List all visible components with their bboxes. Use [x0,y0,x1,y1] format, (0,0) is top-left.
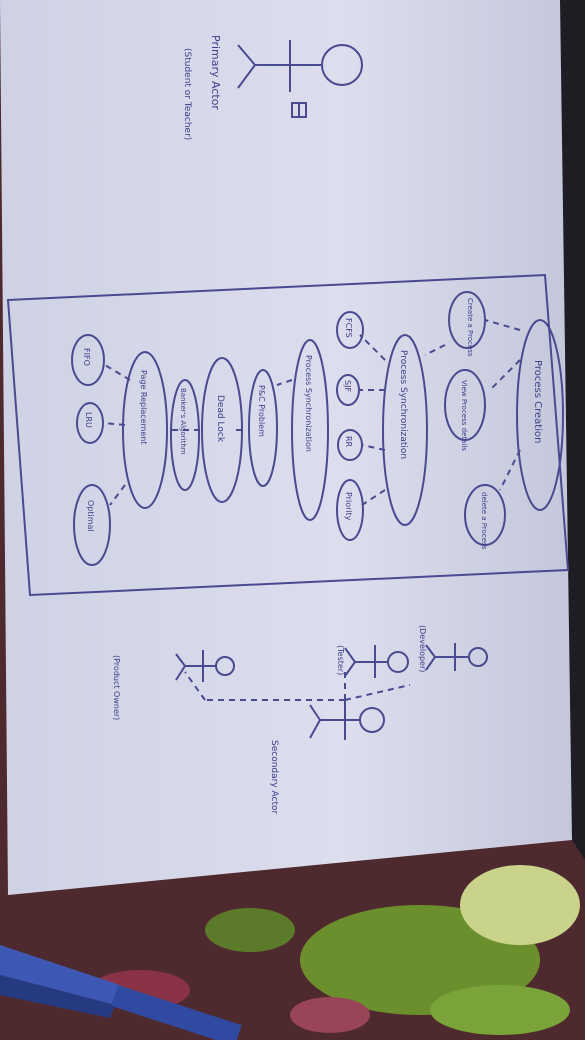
paper-sheet [0,0,585,895]
use-case-label: RR [344,436,353,448]
primary-actor-sublabel: (Student or Teacher) [182,48,192,140]
use-case-ellipse [336,311,364,349]
use-case-label: P&C Problem [257,385,266,437]
use-case-ellipse [76,402,104,444]
primary-actor-figure [237,40,363,118]
use-case-label: FIFO [82,348,91,366]
use-case-label: Process Creation [532,360,543,443]
pen [0,945,242,1040]
use-case-ellipse [291,339,329,521]
product-owner-actor-label: (Product Owner) [112,655,121,720]
use-case-label: Banker's Algorithm [179,388,187,455]
use-case-ellipse [248,369,278,487]
use-case-label: Optimal [86,500,95,532]
use-case-ellipse [170,379,200,491]
use-case-ellipse [336,479,364,541]
secondary-actor-figure [309,700,385,740]
use-case-label: FCFS [344,318,353,338]
use-case-ellipse [444,369,486,441]
product-owner-actor-figure [175,650,235,682]
use-case-label: Page Replacement [139,370,148,444]
primary-actor-label: Primary Actor [209,35,222,110]
tester-actor-label: (Tester) [336,645,345,675]
use-case-ellipse [71,334,105,386]
use-case-label: Process Synchronization [304,355,313,452]
secondary-actor-label: Secondary Actor [269,740,279,815]
use-case-label: LRU [84,412,93,428]
use-case-diagram [6,40,570,740]
developer-actor-label: (Developer) [418,625,427,672]
use-case-ellipse [516,319,564,511]
use-case-label: View Process details [460,380,468,451]
diagram-labels: Primary Actor (Student or Teacher) Proce… [82,35,543,815]
use-case-ellipse [382,334,428,526]
use-case-label: Create a Process [466,298,474,357]
use-case-ellipse [73,484,111,566]
use-case-label: SJF [343,380,352,392]
tester-actor-figure [344,645,409,678]
use-case-label: delete a Process [480,492,488,550]
use-case-ellipse [122,351,168,509]
use-case-label: Process Synchronization [398,350,408,459]
system-boundary [6,273,570,597]
use-case-label: Priority [344,492,353,521]
include-connectors [103,319,521,701]
use-case-ellipse [336,374,360,406]
use-case-ellipse [464,484,506,546]
developer-actor-figure [425,643,488,671]
use-case-label: Dead Lock [215,395,225,443]
